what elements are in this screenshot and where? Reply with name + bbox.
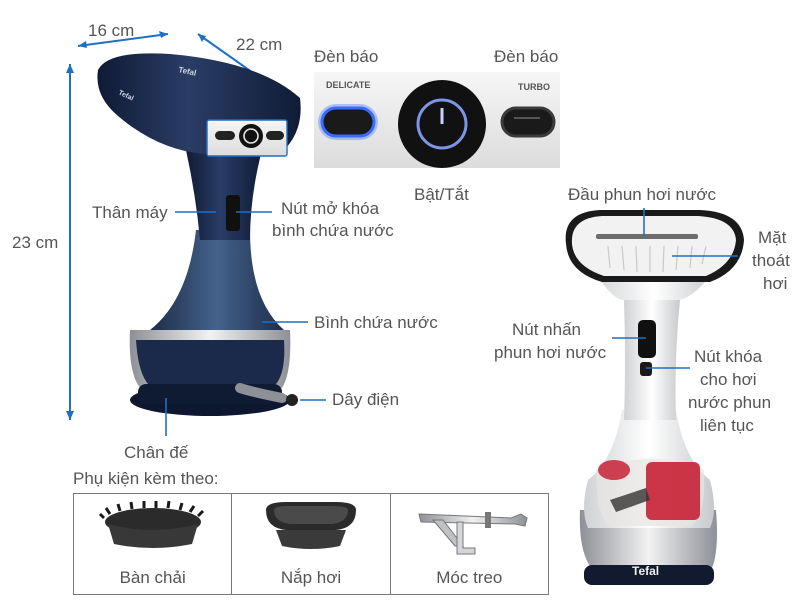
lock-label-line2: cho hơi: [700, 370, 757, 389]
steamer-back-view: Tefal: [565, 210, 744, 585]
width-label: 16 cm: [88, 21, 134, 40]
steam-cap-icon: [266, 502, 357, 549]
accessory-steam-cap: Nắp hơi: [232, 494, 391, 594]
accessories-box: Bàn chải Nắp hơi Móc treo: [73, 493, 549, 595]
tank-unlock-knob: [226, 195, 240, 231]
plate-label-line2: thoát: [752, 251, 790, 270]
control-panel-zoom: DELICATE TURBO: [314, 72, 560, 168]
delicate-text: DELICATE: [326, 80, 370, 90]
cord-label: Dây điện: [332, 390, 399, 409]
lock-label-line1: Nút khóa: [694, 347, 763, 366]
trigger-label-line2: phun hơi nước: [494, 343, 607, 362]
turbo-indicator-light: [500, 106, 556, 138]
back-handle: [624, 300, 680, 420]
steamer-front-view: Tefal Tefal: [97, 53, 301, 416]
depth-label: 22 cm: [236, 35, 282, 54]
steam-plate: [571, 216, 736, 276]
steam-trigger-button[interactable]: [638, 320, 656, 358]
unlock-label-line2: bình chứa nước: [272, 221, 394, 240]
base-logo: Tefal: [632, 564, 659, 578]
head-logo: Tefal: [178, 65, 198, 78]
lock-label-line3: nước phun: [688, 393, 771, 412]
hanger-hook-icon: [418, 512, 528, 555]
steamer-tank: [150, 230, 284, 330]
steamer-handle: [186, 150, 262, 240]
power-label: Bật/Tắt: [414, 185, 469, 204]
accessory-steam-cap-label: Nắp hơi: [280, 568, 342, 587]
tank-photo-red-shirt: [646, 462, 700, 520]
tank-label: Bình chứa nước: [314, 313, 438, 332]
steam-slot: [596, 234, 698, 239]
lock-label-line4: liên tục: [700, 416, 754, 435]
delicate-indicator-light: [320, 106, 376, 138]
accessory-brush: Bàn chải: [74, 494, 233, 594]
unlock-label-line1: Nút mở khóa: [281, 199, 380, 218]
continuous-lock-button[interactable]: [640, 362, 652, 376]
right-indicator-label: Đèn báo: [494, 47, 558, 66]
body-label: Thân máy: [92, 203, 168, 222]
accessory-brush-label: Bàn chải: [119, 568, 186, 587]
power-cord: [235, 383, 287, 403]
width-dimension-line: [77, 33, 169, 47]
plate-label-line3: hơi: [763, 274, 787, 293]
brush-icon: [98, 500, 205, 548]
left-indicator-label: Đèn báo: [314, 47, 378, 66]
height-label: 23 cm: [12, 233, 58, 252]
turbo-text: TURBO: [518, 82, 550, 92]
base-label: Chân đế: [124, 443, 189, 462]
trigger-label-line1: Nút nhấn: [512, 320, 581, 339]
plate-label-line1: Mặt: [758, 228, 787, 247]
nozzle-label: Đầu phun hơi nước: [568, 185, 717, 204]
accessory-hanger-hook-label: Móc treo: [436, 568, 503, 587]
accessory-hanger-hook: Móc treo: [391, 494, 548, 594]
accessories-title: Phụ kiện kèm theo:: [73, 469, 219, 488]
